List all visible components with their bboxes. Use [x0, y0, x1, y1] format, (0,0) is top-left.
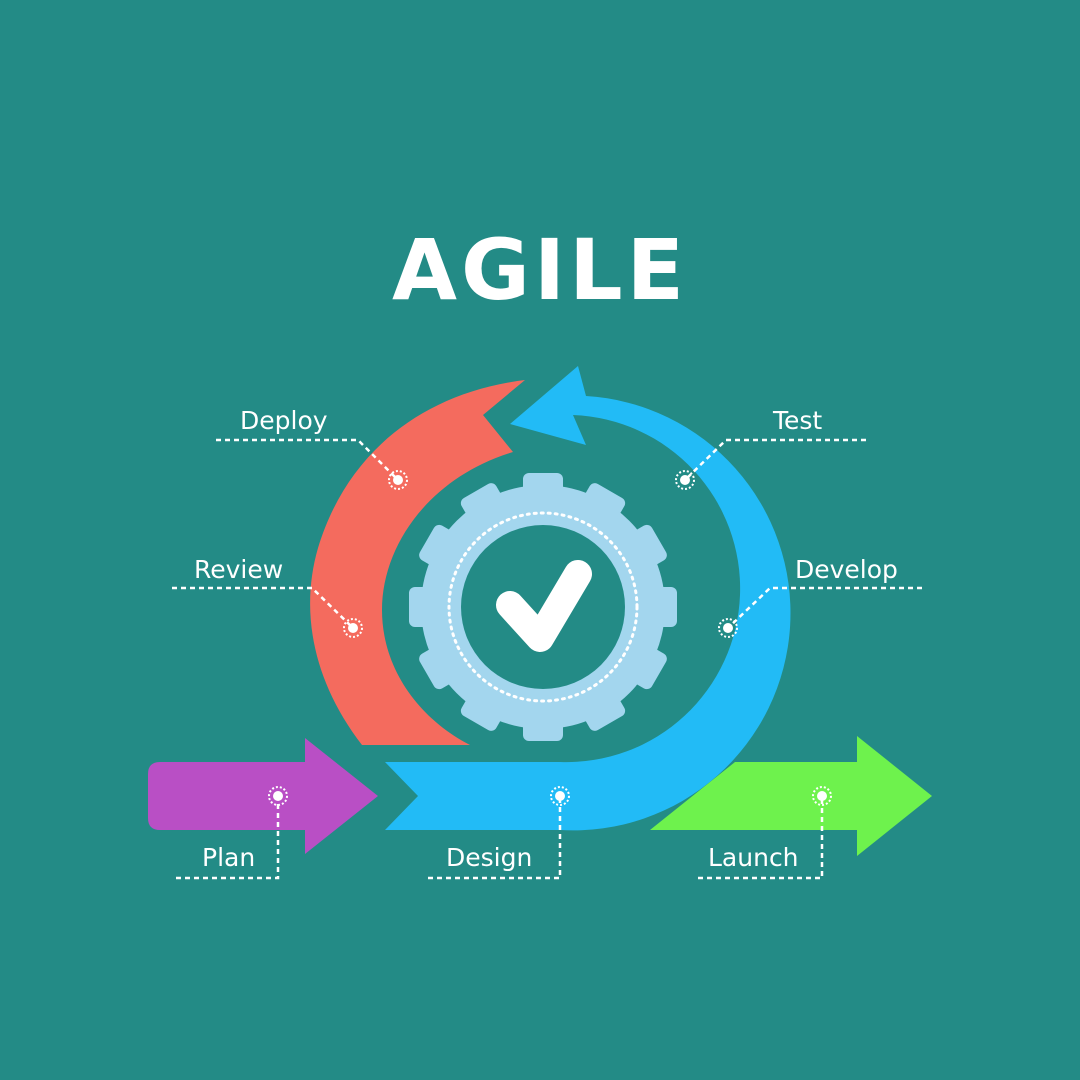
test-connector: [684, 438, 866, 481]
gear-dotted-ring: [447, 511, 639, 703]
red-cycle-arrow: [310, 380, 525, 745]
plan-connector: [176, 796, 280, 880]
review-dot: [343, 618, 363, 638]
stage-label-design: Design: [446, 843, 533, 872]
blue-cycle-arrow: [385, 366, 791, 831]
diagram-title: AGILE: [391, 221, 689, 319]
plan-dot: [268, 786, 288, 806]
develop-dot: [718, 618, 738, 638]
stage-label-develop: Develop: [795, 555, 898, 584]
stage-label-plan: Plan: [202, 843, 256, 872]
launch-arrow: [650, 736, 932, 856]
connector-dots: [268, 470, 832, 806]
stage-label-review: Review: [194, 555, 284, 584]
label-connectors: [172, 438, 922, 880]
deploy-dot: [388, 470, 408, 490]
launch-dot: [812, 786, 832, 806]
review-connector: [172, 586, 354, 629]
design-dot: [550, 786, 570, 806]
stage-label-launch: Launch: [708, 843, 799, 872]
develop-connector: [727, 586, 922, 629]
plan-arrow: [148, 738, 378, 854]
stage-label-deploy: Deploy: [240, 406, 328, 435]
test-dot: [675, 470, 695, 490]
deploy-connector: [216, 438, 399, 481]
checkmark-icon: [496, 560, 592, 652]
stage-label-test: Test: [773, 406, 823, 435]
